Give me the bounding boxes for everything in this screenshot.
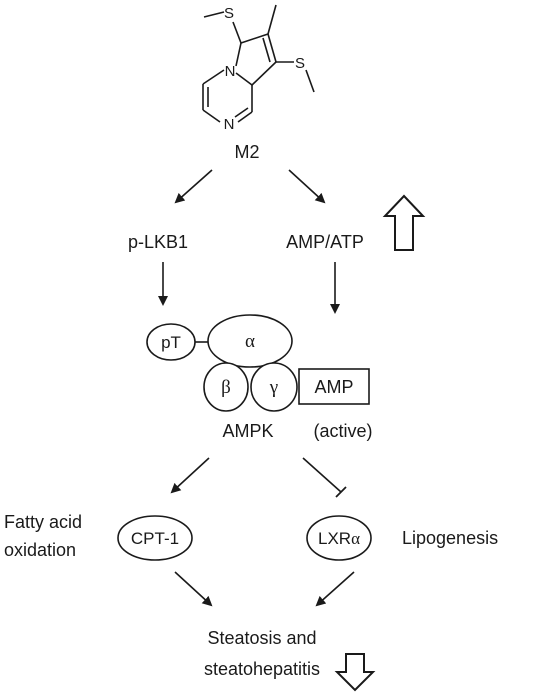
beta-label: β	[221, 377, 231, 398]
amp-atp-label: AMP/ATP	[286, 232, 364, 252]
inhibition-ampk-to-lxr	[302, 457, 342, 493]
bond	[203, 11, 225, 18]
ampk-label: AMPK	[222, 421, 273, 441]
bond	[267, 4, 277, 35]
sulfur-atom-right: S	[295, 55, 305, 72]
fatty-acid-label-line2: oxidation	[4, 540, 76, 560]
bond	[237, 111, 253, 123]
sulfur-atom-top: S	[224, 5, 234, 22]
fatty-acid-label-line1: Fatty acid	[4, 512, 82, 532]
inhibition-bar	[335, 486, 347, 498]
bond	[262, 37, 271, 63]
arrow-lxr-to-outcome	[315, 571, 355, 607]
bond	[267, 33, 277, 63]
cpt1-node	[117, 515, 193, 561]
ampk-state-label: (active)	[313, 421, 372, 441]
bond	[251, 61, 277, 86]
bridgehead-nitrogen: N	[225, 63, 236, 80]
bond	[235, 42, 242, 67]
increase-arrow-icon	[382, 194, 426, 251]
cpt1-label: CPT-1	[131, 529, 179, 548]
bond	[202, 109, 221, 123]
molecule-name: M2	[234, 142, 259, 162]
amp-box	[298, 368, 370, 405]
arrow-cpt1-to-outcome	[174, 571, 213, 607]
ring-nitrogen: N	[224, 116, 235, 133]
outcome-line1: Steatosis and	[207, 628, 316, 648]
arrow-m2-to-amp-atp	[288, 169, 326, 204]
lipogenesis-label: Lipogenesis	[402, 528, 498, 548]
alpha-label: α	[245, 331, 255, 352]
m2-structure	[202, 4, 315, 123]
gamma-subunit	[250, 362, 298, 412]
arrow-ampk-to-cpt1	[170, 457, 210, 494]
lxr-prefix: LXR	[318, 529, 351, 548]
arrow-m2-to-lkb1	[174, 169, 213, 204]
bond	[234, 107, 249, 118]
bond	[305, 69, 315, 93]
amp-box-label: AMP	[314, 377, 353, 397]
lxr-alpha-node	[306, 515, 372, 561]
bond	[202, 69, 225, 85]
bond	[235, 72, 253, 86]
alpha-subunit	[207, 314, 293, 368]
beta-subunit	[203, 362, 249, 412]
bond	[232, 21, 242, 44]
decrease-arrow-icon	[334, 653, 376, 692]
gamma-label: γ	[269, 377, 278, 398]
p-lkb1-label: p-LKB1	[128, 232, 188, 252]
bond	[240, 33, 269, 44]
lxr-alpha-label: LXRα	[318, 529, 360, 548]
phospho-threonine-label: pT	[161, 333, 181, 352]
ampk-complex: pT α β γ AMP	[146, 314, 370, 412]
lxr-suffix: α	[351, 529, 360, 548]
outcome-line2: steatohepatitis	[204, 659, 320, 679]
